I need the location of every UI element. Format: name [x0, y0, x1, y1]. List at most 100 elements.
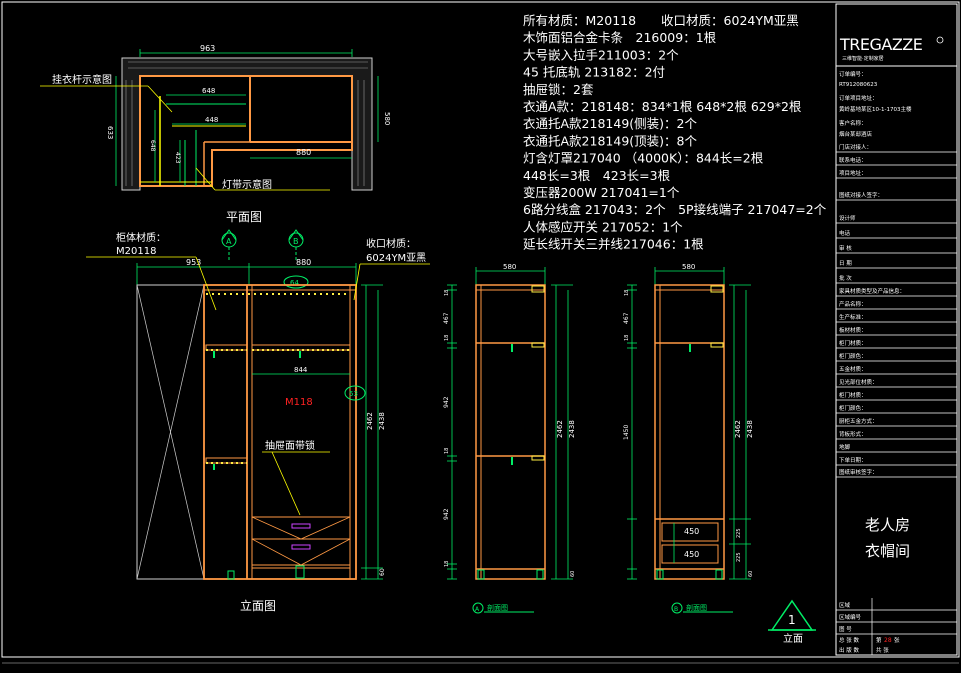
tb-row-last: 出 版 数: [839, 646, 859, 654]
sec-b-dim-s6: 225: [736, 552, 742, 562]
tb-row-mat: 家具材质类型及产品信息：: [839, 287, 905, 295]
sec-b-dim-s4: 18: [624, 290, 630, 296]
elev-bubble-right: [344, 385, 366, 401]
title-block: TREGAZZE 三维智能·定制家居 订单编号： RT912080623 订单项…: [835, 3, 958, 656]
plan-dim-inner-mid: 448: [205, 116, 218, 124]
elev-center-code: M118: [285, 397, 313, 408]
sec-b-dim-s7: 60: [748, 571, 754, 577]
tb-row-mat: 见光部位材质：: [839, 378, 878, 386]
sec-a-title: 剖面图: [487, 603, 508, 612]
plan-dim-inner-left: 648: [202, 87, 215, 95]
sec-b-dim-d1: 450: [684, 527, 699, 536]
sec-b-body: [654, 284, 725, 580]
tb-row-mat: 柜门颜色：: [839, 404, 867, 412]
elev-dim-h1: 2462: [366, 412, 374, 430]
sec-b-drawer-2: [661, 544, 719, 564]
plan-dim-v2: 648: [149, 140, 156, 152]
tb-row-mid: 审 核: [839, 244, 852, 252]
elev-dim-h2: 2438: [378, 412, 386, 430]
plan-dim-inner-right: 880: [296, 148, 311, 157]
elev-shelves: [205, 344, 351, 470]
page-no: 28: [884, 637, 892, 644]
elevation-marker-b: B: [288, 229, 304, 262]
tb-row-top: 联系电话：: [839, 156, 867, 164]
plan-view: 963 648 448 880 580 633 648 423 挂衣杆示意图 灯…: [40, 44, 391, 224]
elev-drawers: [227, 516, 351, 580]
plan-dim-depth-right: 580: [383, 112, 391, 125]
sec-a-dim-s7: 60: [570, 571, 576, 577]
elev-label-edge: 收口材质：: [366, 237, 416, 250]
elev-dim-foot: 60: [379, 568, 386, 576]
tb-row-mid: 批 次: [839, 274, 852, 282]
page-label-pre: 第: [876, 636, 882, 644]
sec-a-dim-s2: 942: [443, 396, 450, 408]
material-note-line: 所有材质：M20118 收口材质：6024YM亚黑: [523, 13, 799, 28]
section-a: 580 467 942 942 18 18 18 18 2462: [443, 263, 576, 614]
tb-row-sig: 图纸审核签字：: [839, 468, 878, 476]
room-name: 老人房: [865, 516, 910, 534]
order-no: RT912080623: [839, 82, 878, 88]
sec-b-dim-h2: 2438: [746, 420, 754, 438]
elev-label-edge-code: 6024YM亚黑: [366, 252, 426, 264]
plan-dim-depth-left: 633: [106, 126, 114, 139]
sec-a-dim-h2: 2438: [568, 420, 576, 438]
tb-row-mat: 五金材质：: [839, 365, 867, 373]
sec-a-marker: A: [475, 606, 480, 613]
elev-label-drawer: 抽屉面带锁: [265, 439, 315, 452]
tb-row-mat: 板材材质：: [839, 326, 867, 334]
tb-row-bottom: 区域编号: [839, 613, 862, 621]
material-note-line: 大号嵌入拉手211003：2个: [523, 47, 679, 62]
elev-dim-rod: 844: [294, 366, 308, 374]
elev-bubble-top-text: 64: [290, 279, 299, 287]
project: 黄岭基地某区10-1-1703主楼: [839, 105, 912, 113]
material-note-line: 抽屉锁：2套: [523, 82, 594, 97]
material-note-line: 448长=3根 423长=3根: [523, 168, 671, 183]
tb-row-mat: 厨柜五金方式：: [839, 417, 878, 425]
page-label-post: 张: [894, 636, 900, 644]
elevation-marker-b-text: B: [293, 237, 299, 246]
sec-b-dim-s2: 1450: [623, 425, 630, 440]
sec-b-dim-s5: 225: [736, 528, 742, 538]
customer: 烟台某邸酒店: [839, 130, 873, 138]
project-label: 订单项目地址：: [839, 94, 878, 102]
tb-row-mat: 柜门材质：: [839, 339, 867, 347]
sheet-marker: 1 立面: [768, 599, 816, 645]
sec-b-dim-s1: 467: [623, 312, 630, 324]
sec-a-dim-s3: 942: [443, 508, 450, 520]
plan-label-light: 灯带示意图: [222, 178, 272, 191]
tb-row-mid: 电话: [839, 229, 851, 237]
material-note-line: 灯含灯罩217040 （4000K）：844长=2根: [523, 151, 764, 166]
tb-row-mat: 柜门颜色：: [839, 352, 867, 360]
plan-dim-small: 423: [174, 152, 181, 164]
material-note-line: 延长线开关三并线217046：1根: [523, 237, 704, 252]
brand-sub: 三维智能·定制家居: [842, 55, 884, 62]
sec-a-dim-s5: 18: [444, 448, 450, 454]
sec-b-dim-s3: 18: [624, 335, 630, 341]
plan-dim-width-total: 963: [200, 44, 215, 53]
sec-b-dim-h1: 2462: [734, 420, 742, 438]
elevation-title: 立面图: [240, 598, 276, 613]
sec-b-drawer-1: [661, 522, 719, 542]
material-note-line: 衣通托A款218149(侧装)：2个: [523, 116, 697, 131]
sec-b-dim-width: 580: [682, 263, 695, 271]
elev-label-body: 柜体材质：: [116, 231, 166, 244]
material-note-line: 人体感应开关 217052：1个: [523, 219, 683, 234]
plan-cabinet-outline: [139, 75, 353, 187]
tb-row-mat: 下单日期：: [839, 456, 867, 464]
elevation-marker-a: A: [221, 229, 237, 262]
sec-a-body: [475, 284, 546, 580]
tb-row-mat: 柜门材质：: [839, 391, 867, 399]
sec-a-dim-s8: 18: [444, 290, 450, 296]
elevation-view: A B 953 880 64: [86, 229, 430, 613]
material-note-line: 衣通托A款218149(顶装)：8个: [523, 133, 697, 148]
tb-row-bottom: 图 号: [839, 625, 852, 633]
elev-label-body-code: M20118: [116, 246, 156, 257]
elev-bubble-right-text: 53: [349, 390, 358, 398]
tb-row-mat: 生产标准：: [839, 313, 867, 321]
tb-row-mid: 日 期: [839, 260, 852, 267]
elev-cabinet-body: [203, 284, 357, 580]
tb-row-top: 门店对接人：: [839, 143, 872, 151]
drawing-border: [1, 1, 960, 658]
brand-logo: TREGAZZE: [839, 35, 923, 54]
